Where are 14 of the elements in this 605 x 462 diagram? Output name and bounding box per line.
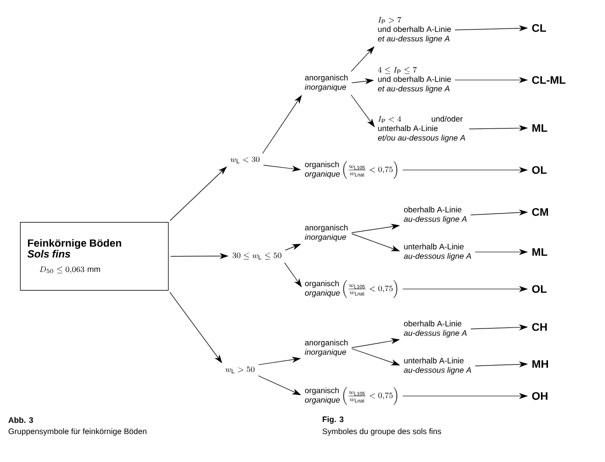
group-symbol: ML [532, 248, 548, 256]
group-symbol: ML [532, 124, 548, 132]
condition-text: $w_{\mathrm{L}} < 30$ [230, 156, 260, 164]
group-symbol: MH [532, 360, 548, 368]
condition-text: $w_{\mathrm{L}} > 50$ [225, 366, 254, 374]
group-symbol: OL [532, 285, 547, 293]
group-symbol: CH [532, 323, 547, 331]
group-symbol: OH [532, 392, 548, 400]
condition-text: $30 \le w_{\mathrm{L}} \le 50$ [232, 252, 282, 260]
soil-class-box: Feinkörnige Böden Sols fins $D_{50} \le 0{,}063\ \mathrm{mm}$ [20, 222, 169, 291]
group-symbol: CL [532, 24, 546, 32]
group-symbol: CL-ML [532, 76, 566, 84]
group-symbol: OL [532, 166, 547, 174]
group-symbol: CM [532, 208, 548, 216]
